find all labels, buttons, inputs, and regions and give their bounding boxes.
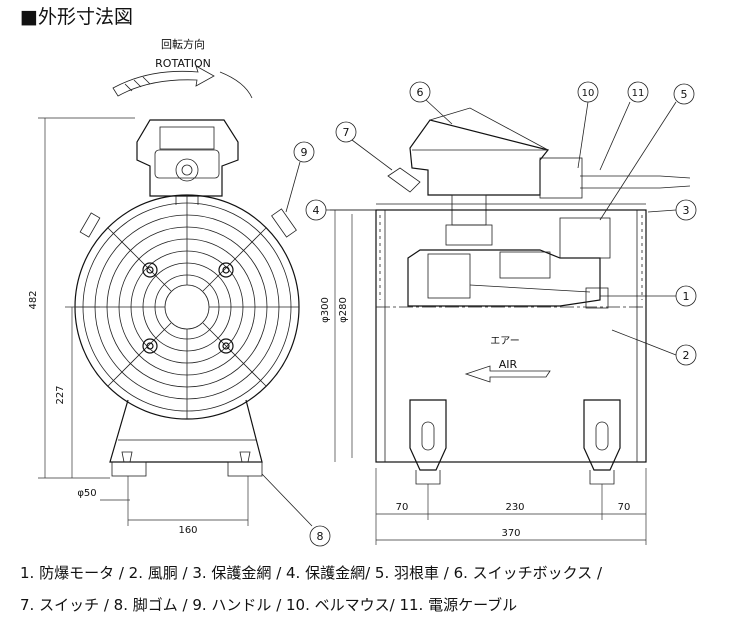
side-view: エアー AIR φ300 φ280 70 230 70 370 xyxy=(320,107,691,545)
switch-box xyxy=(409,119,550,196)
dimension-drawing: 回転方向 ROTATION xyxy=(28,37,697,547)
duct xyxy=(375,209,647,463)
rotation-en-label: ROTATION xyxy=(155,57,211,70)
svg-text:3: 3 xyxy=(683,204,690,217)
svg-text:6: 6 xyxy=(417,86,424,99)
front-switch-box xyxy=(136,119,239,197)
callout-1 xyxy=(675,285,697,307)
front-view: 回転方向 ROTATION xyxy=(28,37,300,536)
dim-total-length: 370 xyxy=(501,528,520,539)
dim-right-offset: 70 xyxy=(618,502,631,513)
callout-9 xyxy=(293,141,315,163)
mount-bolts xyxy=(142,262,234,354)
rotation-arrow-icon xyxy=(112,65,215,97)
dim-foot-span: 230 xyxy=(505,502,524,513)
dim-left-offset: 70 xyxy=(396,502,409,513)
dim-height-total: 482 xyxy=(28,290,39,309)
callout-6 xyxy=(409,81,431,103)
callout-3 xyxy=(675,199,697,221)
air-arrow-icon xyxy=(464,365,551,383)
air-jp-label: エアー xyxy=(490,336,519,347)
svg-text:2: 2 xyxy=(683,349,690,362)
legend-line-2: 7. スイッチ / 8. 脚ゴム / 9. ハンドル / 10. ベルマウス/ … xyxy=(20,596,518,614)
svg-text:5: 5 xyxy=(681,88,688,101)
svg-text:7: 7 xyxy=(343,126,350,139)
callout-10 xyxy=(577,81,599,103)
front-base xyxy=(109,399,263,463)
svg-text:10: 10 xyxy=(582,88,595,99)
callout-5 xyxy=(673,83,695,105)
switch xyxy=(387,167,421,193)
rotation-jp-label: 回転方向 xyxy=(161,37,205,51)
callout-11 xyxy=(627,81,649,103)
svg-text:9: 9 xyxy=(301,146,308,159)
callout-8 xyxy=(309,525,331,547)
handle xyxy=(271,208,297,238)
dim-foot-width: 160 xyxy=(178,525,197,536)
dim-diameter-inner: φ280 xyxy=(338,297,349,323)
dim-height-center: 227 xyxy=(55,385,66,404)
dim-foot-hole: φ50 xyxy=(77,488,96,499)
foot-right xyxy=(583,399,621,471)
dim-diameter-outer: φ300 xyxy=(320,297,331,323)
svg-text:4: 4 xyxy=(313,204,320,217)
svg-text:11: 11 xyxy=(632,88,645,99)
page-title: ■外形寸法図 xyxy=(20,6,133,28)
foot-left xyxy=(409,399,447,471)
callouts: 1 2 3 4 5 6 7 8 9 10 11 xyxy=(261,81,697,547)
svg-text:1: 1 xyxy=(683,290,690,303)
callout-2 xyxy=(675,344,697,366)
air-en-label: AIR xyxy=(499,358,518,371)
svg-text:8: 8 xyxy=(317,530,324,543)
callout-7 xyxy=(335,121,357,143)
legend-line-1: 1. 防爆モータ / 2. 風胴 / 3. 保護金網 / 4. 保護金網/ 5.… xyxy=(20,564,603,582)
callout-4 xyxy=(305,199,327,221)
